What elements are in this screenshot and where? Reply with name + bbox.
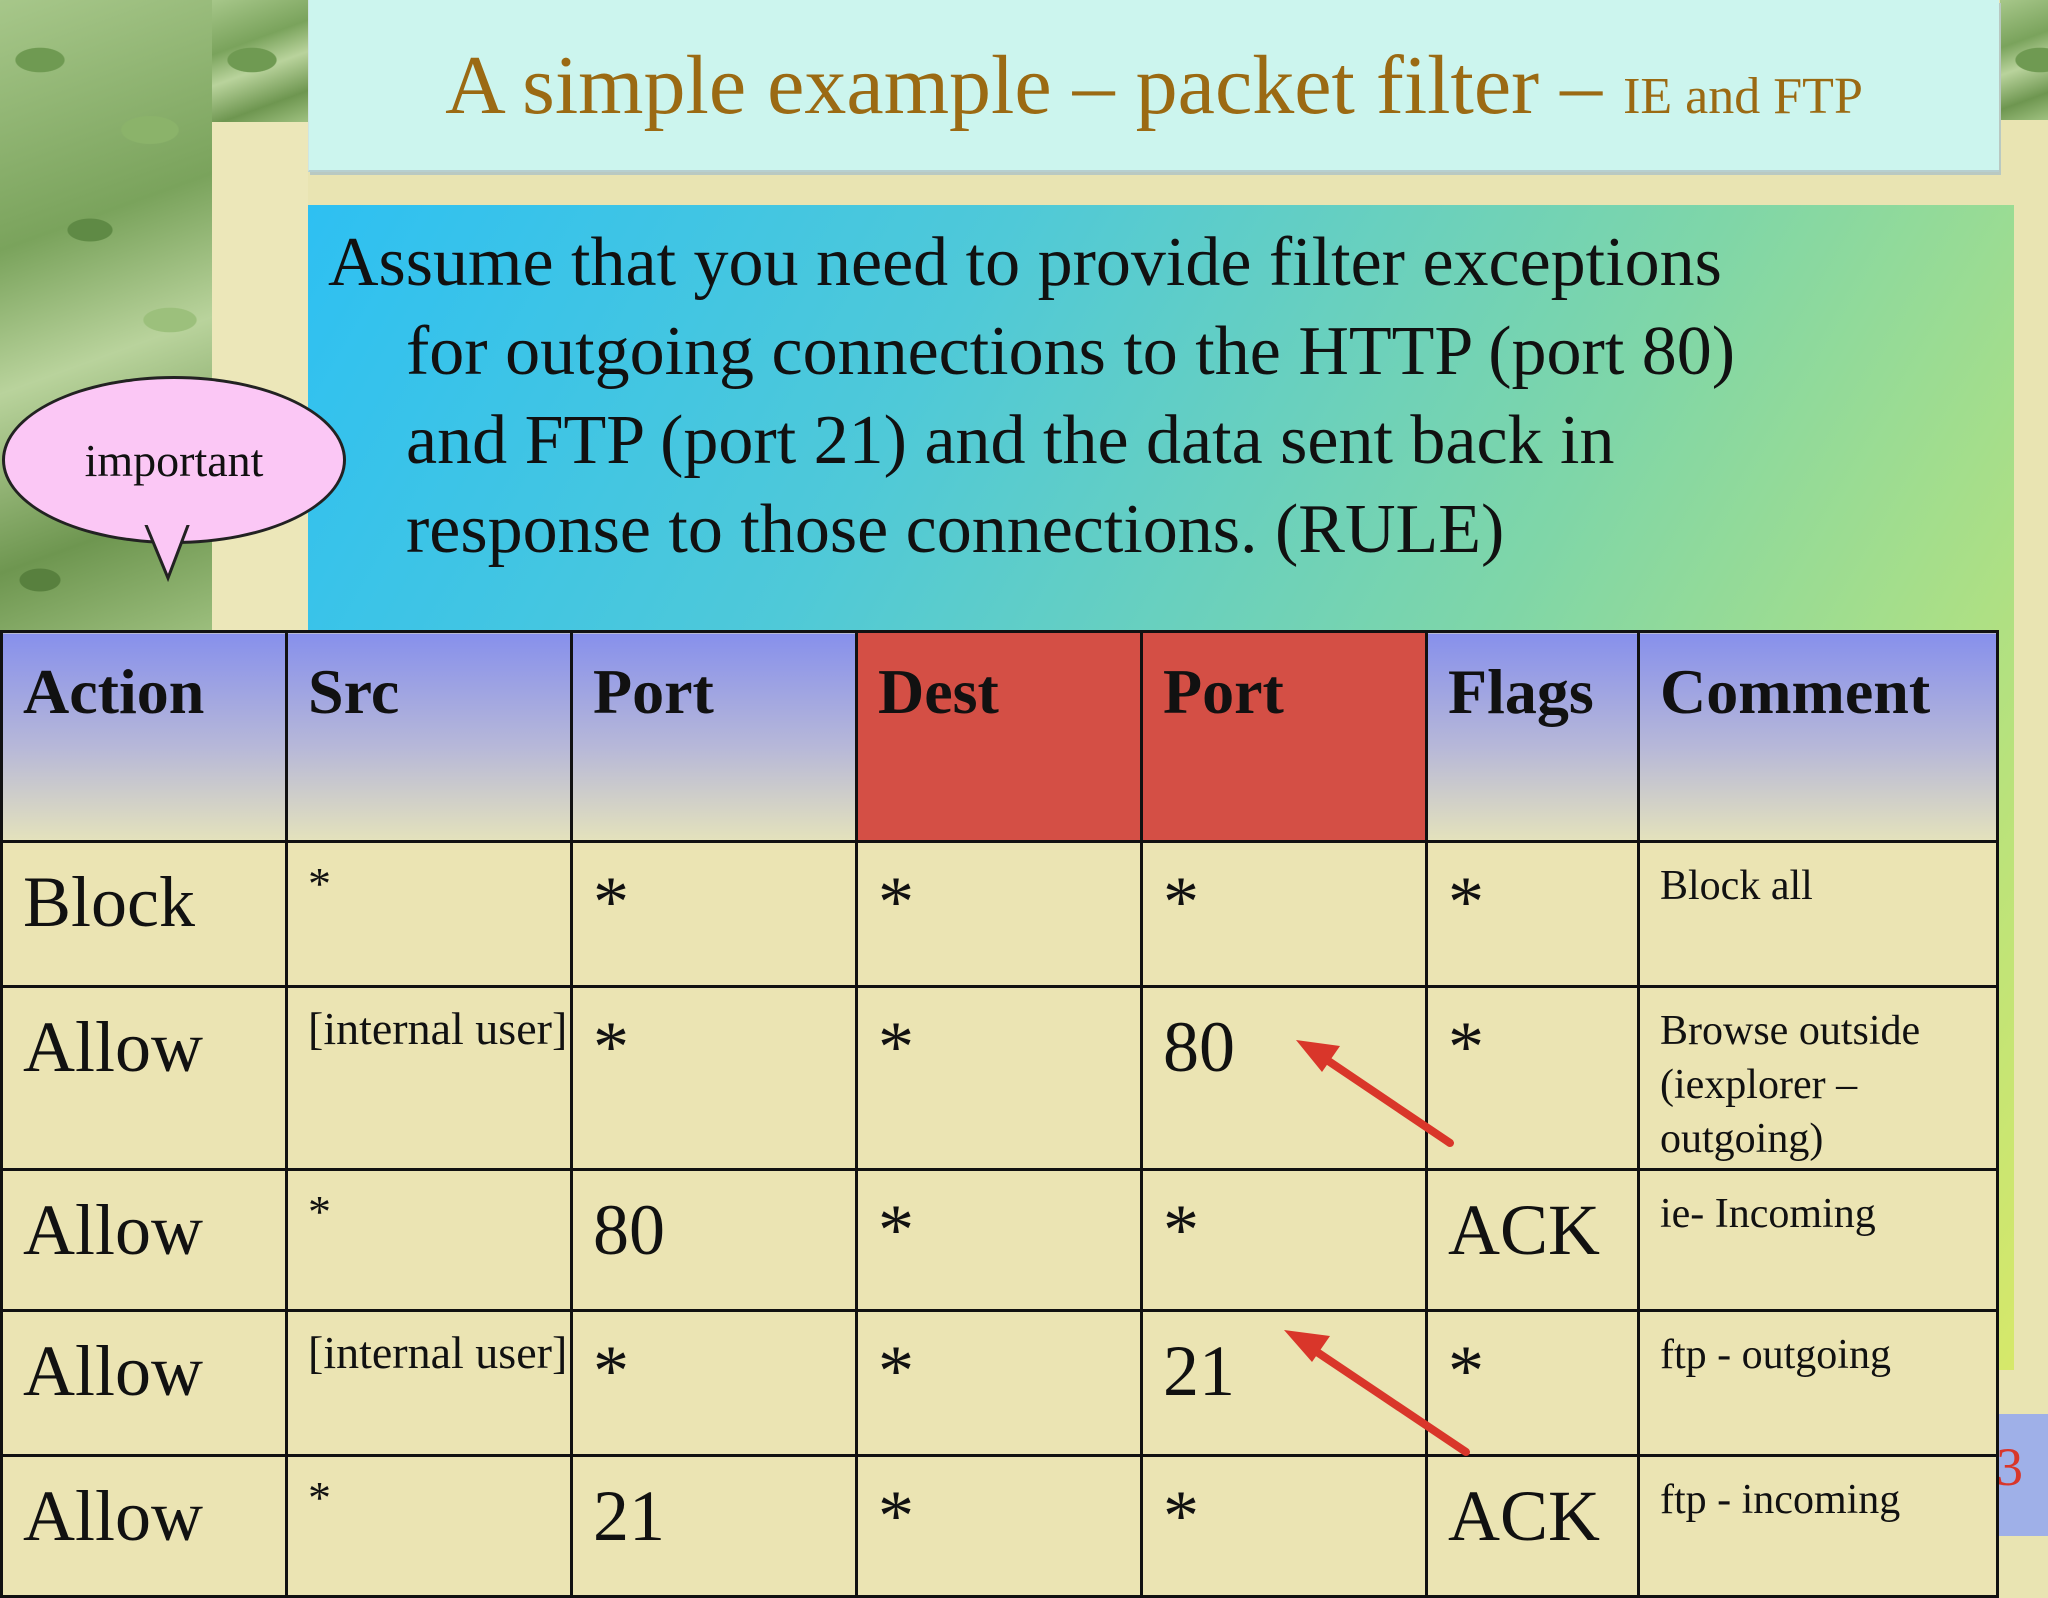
cell-action: Allow — [0, 1309, 288, 1457]
body-line: and FTP (port 21) and the data sent back… — [406, 402, 1615, 479]
cell-comment: ftp - incoming — [1637, 1454, 1999, 1598]
cell-src-port: 21 — [570, 1454, 858, 1598]
table-row: Allow [internal user] * * 21 * ftp - out… — [0, 1309, 1999, 1457]
title-box: A simple example – packet filter – IE an… — [308, 0, 1999, 172]
cell-src: * — [285, 1168, 573, 1312]
table-row: Block * * * * * Block all — [0, 840, 1999, 988]
cell-src: * — [285, 1454, 573, 1598]
cell-flags: * — [1425, 1309, 1640, 1457]
table-row: Allow * 21 * * ACK ftp - incoming — [0, 1454, 1999, 1598]
page-corner — [1998, 1414, 2048, 1536]
body-line: response to those connections. (RULE) — [406, 491, 1505, 568]
cell-action: Allow — [0, 1454, 288, 1598]
body-line: for outgoing connections to the HTTP (po… — [406, 313, 1736, 390]
body-text: Assume that you need to provide filter e… — [328, 218, 1998, 574]
foliage-background-top — [212, 0, 308, 122]
cell-dest-port: 21 — [1140, 1309, 1428, 1457]
cell-comment: ftp - outgoing — [1637, 1309, 1999, 1457]
header-comment: Comment — [1637, 630, 1999, 843]
cell-flags: ACK — [1425, 1168, 1640, 1312]
header-src-port: Port — [570, 630, 858, 843]
cell-flags: * — [1425, 840, 1640, 988]
callout-label: important — [84, 434, 264, 486]
cell-src: [internal user] — [285, 985, 573, 1171]
table-row: Allow [internal user] * * 80 * Browse ou… — [0, 985, 1999, 1171]
cell-comment: ie- Incoming — [1637, 1168, 1999, 1312]
table-header-row: Action Src Port Dest Port Flags Comment — [0, 630, 1999, 843]
header-flags: Flags — [1425, 630, 1640, 843]
cell-src-port: * — [570, 1309, 858, 1457]
cell-src: [internal user] — [285, 1309, 573, 1457]
foliage-background-right — [2000, 0, 2048, 120]
cell-src-port: * — [570, 840, 858, 988]
cell-src-port: 80 — [570, 1168, 858, 1312]
table-row: Allow * 80 * * ACK ie- Incoming — [0, 1168, 1999, 1312]
callout-tail-icon — [140, 520, 194, 583]
important-callout: important — [2, 376, 346, 544]
cell-src-port: * — [570, 985, 858, 1171]
cell-dest-port: * — [1140, 1168, 1428, 1312]
cell-dest: * — [855, 840, 1143, 988]
page-number: 3 — [1996, 1437, 2023, 1497]
cell-dest: * — [855, 1454, 1143, 1598]
slide-title: A simple example – packet filter – IE an… — [445, 37, 1863, 134]
cell-dest: * — [855, 985, 1143, 1171]
cell-action: Block — [0, 840, 288, 988]
title-suffix: IE and FTP — [1623, 67, 1863, 125]
cell-dest: * — [855, 1309, 1143, 1457]
cell-flags: ACK — [1425, 1454, 1640, 1598]
cell-comment: Block all — [1637, 840, 1999, 988]
header-src: Src — [285, 630, 573, 843]
cell-dest: * — [855, 1168, 1143, 1312]
cell-dest-port: * — [1140, 1454, 1428, 1598]
header-dest: Dest — [855, 630, 1143, 843]
cell-action: Allow — [0, 1168, 288, 1312]
cell-comment: Browse outside (iexplorer – outgoing) — [1637, 985, 1999, 1171]
cell-dest-port: 80 — [1140, 985, 1428, 1171]
body-line: Assume that you need to provide filter e… — [328, 224, 1722, 301]
filter-rules-table: Action Src Port Dest Port Flags Comment … — [0, 630, 1999, 1598]
cell-action: Allow — [0, 985, 288, 1171]
cell-src: * — [285, 840, 573, 988]
cell-dest-port: * — [1140, 840, 1428, 988]
title-main: A simple example – packet filter – — [445, 38, 1624, 132]
cell-flags: * — [1425, 985, 1640, 1171]
header-dest-port: Port — [1140, 630, 1428, 843]
header-action: Action — [0, 630, 288, 843]
